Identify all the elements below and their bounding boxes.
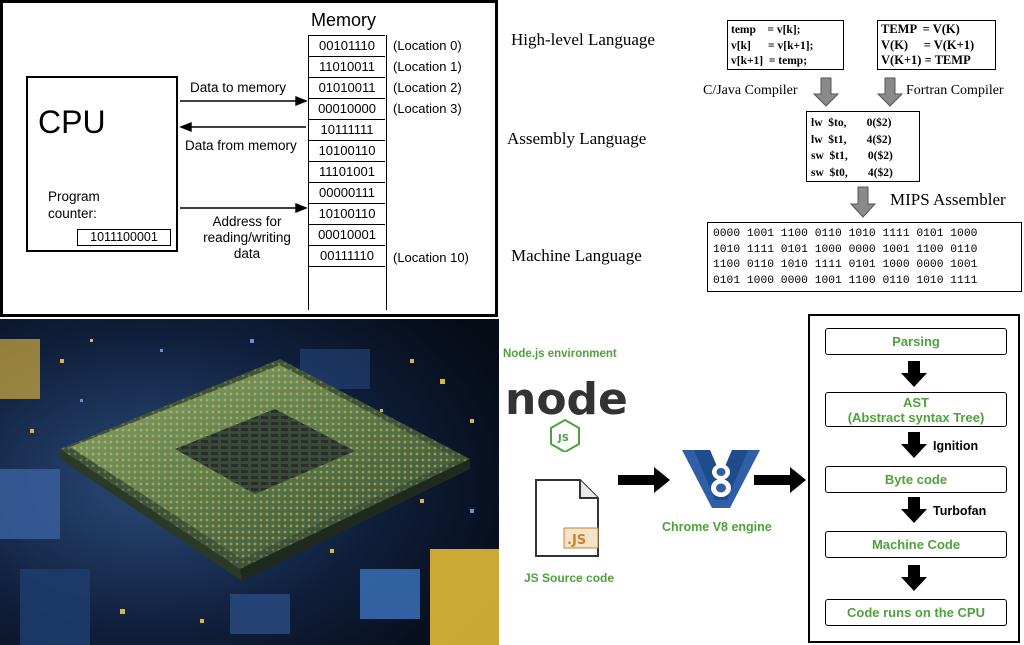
- memory-cell: 01010011: [309, 77, 385, 98]
- right-arrow-icon: [754, 467, 806, 493]
- memory-title: Memory: [311, 10, 377, 30]
- address-label: Address for reading/writing data: [203, 214, 291, 261]
- stage-arrows: [901, 361, 927, 591]
- location-label-10: (Location 10): [393, 250, 469, 265]
- location-label-2: (Location 2): [393, 80, 462, 95]
- v8-engine-label: Chrome V8 engine: [662, 520, 772, 534]
- fortran-code-box: TEMP = V(K) V(K) = V(K+1) V(K+1) = TEMP: [877, 20, 996, 70]
- code-line: sw $t1, 0($2): [811, 150, 893, 162]
- v8-logo-icon: [682, 450, 760, 508]
- js-source-label: JS Source code: [524, 571, 615, 585]
- memory-cell-empty: [309, 266, 385, 287]
- cpu-box: [26, 76, 178, 252]
- assembly-code-box: lw $to, 0($2) lw $t1, 4($2) sw $t1, 0($2…: [806, 111, 920, 182]
- compilation-pipeline-box: [808, 314, 1020, 643]
- turbofan-label: Turbofan: [933, 504, 987, 518]
- down-arrow-icon: [812, 77, 840, 107]
- memory-cell: 11010011: [309, 56, 385, 77]
- code-line: v[k] = v[k+1];: [731, 39, 814, 52]
- c-code-box: temp = v[k]; v[k] = v[k+1]; v[k+1] = tem…: [727, 20, 844, 70]
- program-counter-label: Program counter:: [48, 189, 100, 221]
- node-logo-text: node: [505, 374, 627, 425]
- c-compiler-label: C/Java Compiler: [703, 83, 798, 98]
- memory-cell: 10100110: [309, 203, 385, 224]
- memory-cell: 10100110: [309, 140, 385, 161]
- stage-ast: AST (Abstract syntax Tree): [825, 392, 1007, 427]
- data-to-memory-label: Data to memory: [190, 80, 287, 95]
- code-line: temp = v[k];: [731, 24, 801, 36]
- down-arrow-icon: [901, 361, 927, 387]
- ignition-label: Ignition: [933, 439, 979, 453]
- code-line: V(K+1) = TEMP: [881, 53, 971, 67]
- code-line: 1100 0110 1010 1111 0101 1000 0000 1001: [713, 259, 978, 272]
- code-line: sw $t0, 4($2): [811, 166, 893, 179]
- stage-byte-code: Byte code: [825, 466, 1007, 493]
- cpu-label: CPU: [38, 104, 106, 140]
- high-level-language-label: High-level Language: [511, 30, 655, 49]
- nodejs-logo-icon: node JS: [505, 374, 627, 452]
- memory-cell: 00010001: [309, 224, 385, 245]
- code-line: lw $to, 0($2): [811, 117, 892, 129]
- cpu-memory-diagram: [0, 0, 498, 317]
- code-line: v[k+1] = temp;: [731, 55, 808, 67]
- location-label-0: (Location 0): [393, 38, 462, 53]
- memory-arrows: [179, 95, 308, 214]
- fortran-compiler-label: Fortran Compiler: [906, 83, 1004, 98]
- memory-cell: 00000111: [309, 182, 385, 203]
- code-line: 0000 1001 1100 0110 1010 1111 0101 1000: [713, 228, 978, 240]
- memory-cell: 00111110: [309, 245, 385, 266]
- js-file-label: .JS: [567, 533, 586, 548]
- memory-cell: 00101110: [309, 35, 385, 56]
- down-arrow-icon: [876, 77, 904, 107]
- right-arrow-icon: [618, 467, 670, 493]
- memory-cell: 00010000: [309, 98, 385, 119]
- down-arrow-icon: [901, 565, 927, 591]
- location-label-1: (Location 1): [393, 59, 462, 74]
- node-environment-label: Node.js environment: [503, 348, 617, 360]
- code-line: 1010 1111 0101 1000 0000 1001 1100 0110: [713, 243, 978, 256]
- machine-language-label: Machine Language: [511, 246, 642, 265]
- code-line: lw $t1, 4($2): [811, 133, 892, 146]
- js-file-icon: .JS: [535, 479, 599, 557]
- machine-code-box: 0000 1001 1100 0110 1010 1111 0101 1000 …: [707, 222, 1022, 292]
- pipeline-arrows: [618, 467, 806, 493]
- location-label-3: (Location 3): [393, 101, 462, 116]
- memory-cell: 11101001: [309, 161, 385, 182]
- code-line: 0101 1000 0000 1001 1100 0110 1010 1111: [713, 274, 978, 287]
- data-from-memory-label: Data from memory: [185, 138, 297, 153]
- down-arrow-icon: [901, 432, 927, 458]
- stage-parsing: Parsing: [825, 328, 1007, 355]
- node-js-badge: JS: [557, 433, 569, 444]
- code-line: V(K) = V(K+1): [881, 37, 975, 52]
- memory-cell: 10111111: [309, 119, 385, 140]
- mips-assembler-label: MIPS Assembler: [890, 190, 1006, 209]
- stage-machine-code: Machine Code: [825, 531, 1007, 558]
- program-counter-value: 1011100001: [77, 229, 171, 246]
- compile-arrows: [812, 77, 904, 218]
- down-arrow-icon: [849, 186, 877, 218]
- down-arrow-icon: [901, 497, 927, 523]
- memory-column: 00101110 11010011 01010011 00010000 1011…: [308, 35, 387, 310]
- cpu-chip-image: [0, 319, 499, 645]
- code-line: TEMP = V(K): [881, 22, 960, 36]
- assembly-language-label: Assembly Language: [507, 129, 647, 148]
- cpu-chip-photo: [0, 319, 499, 645]
- stage-code-runs: Code runs on the CPU: [825, 599, 1007, 626]
